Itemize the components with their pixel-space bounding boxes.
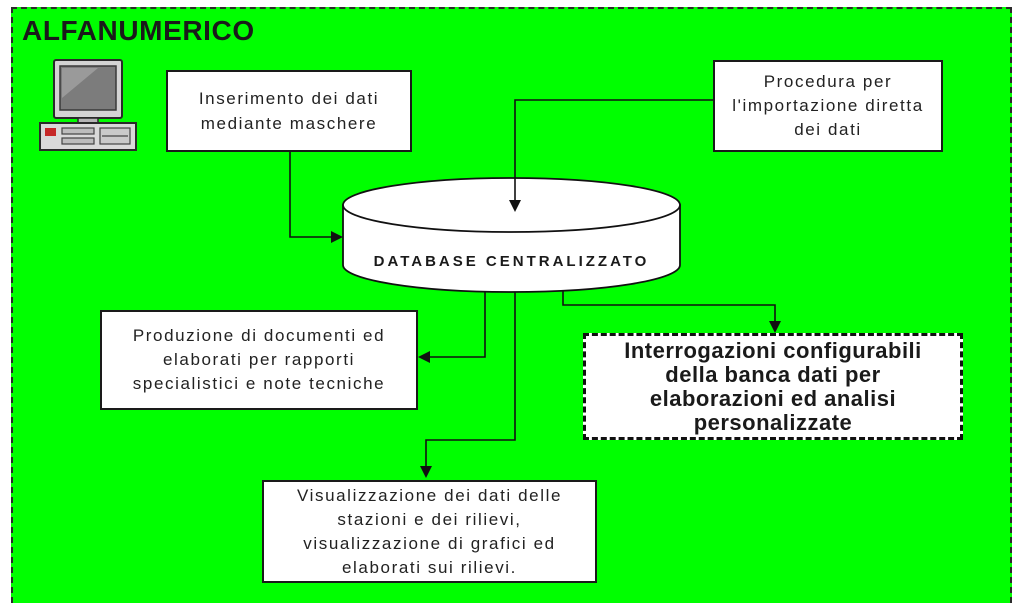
connector-line	[425, 292, 516, 468]
documents-box: Produzione di documenti ed elaborati per…	[100, 310, 418, 410]
box-text-line: Interrogazioni configurabili	[624, 337, 922, 363]
arrowhead	[418, 351, 430, 363]
box-text-line: della banca dati per	[665, 361, 881, 387]
connector-line	[428, 291, 486, 358]
box-text-line: Produzione di documenti ed	[132, 326, 386, 345]
connector-line	[514, 99, 713, 202]
box-text-line: stazioni e dei rilievi,	[337, 509, 522, 529]
connector-line	[562, 290, 776, 323]
direct-import-box: Procedura per l'importazione diretta dei…	[713, 60, 943, 152]
case-logo	[45, 128, 56, 136]
connector-line	[289, 152, 333, 238]
box-text-line: elaborazioni ed analisi	[649, 385, 897, 411]
drive-bay	[61, 137, 95, 145]
data-entry-box: Inserimento dei dati mediante maschere	[166, 70, 412, 152]
arrow-data-entry-to-database	[289, 152, 343, 243]
arrow-database-to-queries	[562, 290, 781, 333]
box-text-line: l'importazione diretta	[732, 96, 924, 115]
arrow-database-to-visualization	[420, 292, 516, 478]
screen-glare	[62, 68, 98, 98]
box-text-line: Visualizzazione dei dati delle	[296, 485, 563, 505]
queries-box: Interrogazioni configurabili della banca…	[583, 333, 963, 440]
drive-bay	[61, 127, 95, 135]
computer-case	[39, 122, 137, 151]
database-label: DATABASE CENTRALIZZATO	[373, 253, 650, 270]
arrowhead	[769, 321, 781, 333]
arrow-database-to-documents	[418, 291, 486, 363]
box-text-line: visualizzazione di grafici ed	[303, 533, 556, 553]
computer-icon	[39, 59, 137, 151]
arrowhead	[509, 200, 521, 212]
box-text-line: Procedura per	[763, 72, 893, 91]
arrowhead	[331, 231, 343, 243]
box-text-line: specialistici e note tecniche	[132, 374, 386, 393]
arrowhead	[420, 466, 432, 478]
monitor	[53, 59, 123, 124]
database-cylinder	[342, 177, 681, 293]
box-text-line: dei dati	[794, 120, 862, 139]
box-text-line: elaborati per rapporti	[162, 350, 356, 369]
box-text-line: personalizzate	[693, 409, 853, 435]
arrow-direct-import-to-database	[509, 99, 713, 212]
diagram-title: ALFANUMERICO	[22, 15, 255, 46]
visualization-box: Visualizzazione dei dati delle stazioni …	[262, 480, 597, 583]
box-text-line: elaborati sui rilievi.	[341, 557, 518, 577]
box-text-line: Inserimento dei dati	[198, 89, 380, 108]
box-text-line: mediante maschere	[200, 114, 378, 133]
